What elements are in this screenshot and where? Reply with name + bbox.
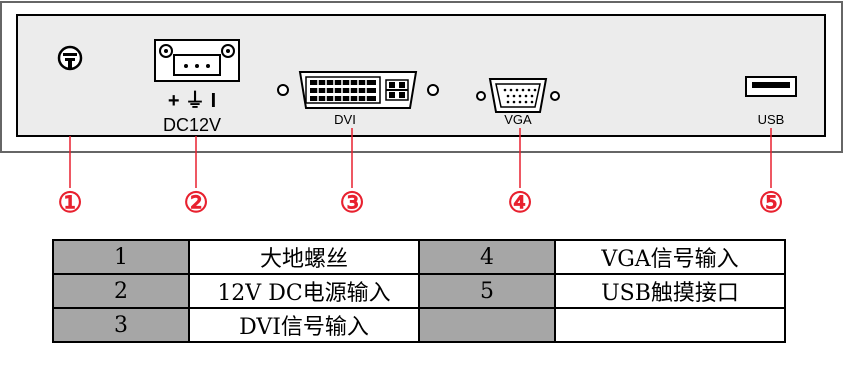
legend-number: 2 [52,273,190,309]
connector-legend-table: 1 大地螺丝 4 VGA信号输入 2 12V DC电源输入 5 USB触摸接口 … [52,239,786,343]
legend-description: USB触摸接口 [554,273,786,309]
legend-number: 1 [52,239,190,275]
legend-description: VGA信号输入 [554,239,786,275]
vga-label: VGA [504,112,532,127]
legend-row: 3 DVI信号输入 [52,307,786,343]
usb-label: USB [758,112,785,127]
panel-face [16,14,826,137]
callout-1: ① [57,187,82,218]
legend-number: 3 [52,307,190,343]
legend-description: 大地螺丝 [188,239,420,275]
callout-3: ③ [339,187,364,218]
usb-port-icon [745,76,797,97]
legend-description [554,307,786,343]
dc-power-connector-icon [154,39,240,82]
dc12v-label: DC12V [163,115,221,135]
ground-screw-icon [57,45,83,71]
legend-row: 2 12V DC电源输入 5 USB触摸接口 [52,273,786,309]
callout-2: ② [183,187,208,218]
legend-description: DVI信号输入 [188,307,420,343]
dvi-connector-icon [277,71,439,109]
callout-leader-lines [69,128,772,188]
legend-number: 5 [418,273,556,309]
dvi-label: DVI [334,112,356,127]
legend-number: 4 [418,239,556,275]
callout-5: ⑤ [758,187,783,218]
callout-4: ④ [507,187,532,218]
legend-row: 1 大地螺丝 4 VGA信号输入 [52,239,786,275]
vga-connector-icon [476,78,560,113]
legend-number [418,307,556,343]
legend-description: 12V DC电源输入 [188,273,420,309]
power-symbols: + ⏚ I [168,89,216,112]
